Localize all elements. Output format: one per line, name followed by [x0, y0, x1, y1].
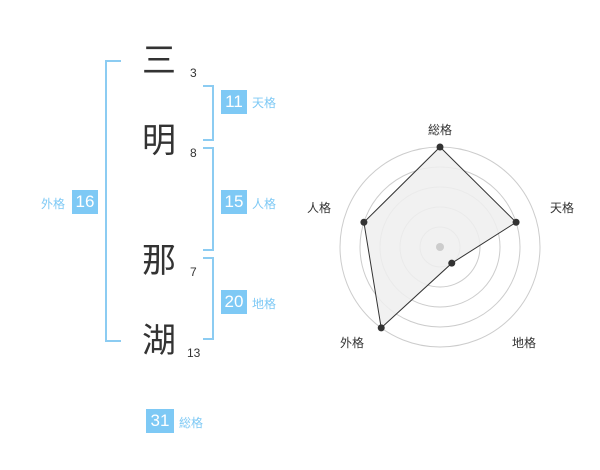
stroke-count-3: 7 — [190, 265, 197, 279]
chikaku-value-badge: 20 — [221, 290, 247, 314]
radar-point-3 — [377, 324, 385, 332]
jinkaku-bracket — [203, 147, 214, 251]
gaikaku-bracket — [105, 60, 121, 342]
radar-point-0 — [436, 143, 444, 151]
tenkaku-bracket — [203, 85, 214, 141]
radar-axis-label-soukaku: 総格 — [428, 122, 452, 137]
radar-value-area — [363, 146, 517, 329]
radar-axis-label-gaikaku: 外格 — [340, 335, 364, 350]
radar-value-points — [360, 143, 520, 332]
stroke-count-1: 3 — [190, 66, 197, 80]
radar-point-1 — [512, 218, 520, 226]
name-char-4: 湖 — [142, 321, 176, 361]
radar-point-4 — [360, 218, 368, 226]
gaikaku-label: 外格 — [41, 197, 66, 211]
jinkaku-label: 人格 — [252, 197, 277, 211]
name-char-3: 那 — [142, 241, 176, 281]
tenkaku-value-badge: 11 — [221, 90, 247, 114]
name-char-2: 明 — [142, 121, 176, 161]
radar-axis-label-tenkaku: 天格 — [550, 200, 574, 215]
stroke-count-2: 8 — [190, 146, 197, 160]
soukaku-label: 総格 — [179, 416, 204, 430]
radar-center-dot — [436, 243, 444, 251]
name-char-1: 三 — [142, 41, 176, 81]
radar-axis-label-jinkaku: 人格 — [307, 200, 331, 215]
chikaku-label: 地格 — [252, 297, 277, 311]
fortune-radar-chart: 総格 天格 地格 外格 人格 — [307, 122, 574, 350]
jinkaku-value-badge: 15 — [221, 190, 247, 214]
gaikaku-value-badge: 16 — [72, 190, 98, 214]
stroke-count-4: 13 — [187, 346, 201, 360]
tenkaku-label: 天格 — [252, 96, 277, 110]
radar-axis-label-chikaku: 地格 — [512, 335, 536, 350]
chikaku-bracket — [203, 257, 214, 340]
radar-point-2 — [448, 259, 456, 267]
soukaku-value-badge: 31 — [146, 409, 174, 433]
